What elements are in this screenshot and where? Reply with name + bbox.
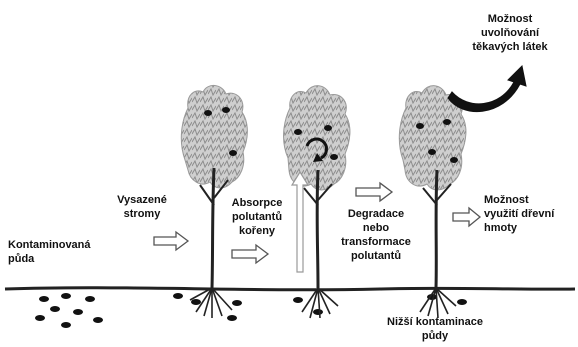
label-contaminated-soil-line-2: půda: [8, 252, 91, 266]
label-absorption-line-2: polutantů: [222, 210, 292, 224]
label-degradation-line-3: transformace: [330, 235, 422, 249]
label-wood-use: Možnost využití dřevní hmoty: [484, 193, 554, 235]
up-arrow-icon: [292, 172, 308, 272]
label-volatile-release-line-3: těkavých látek: [460, 40, 560, 54]
tree-3-trunk: [436, 170, 437, 288]
label-wood-use-line-2: využití dřevní: [484, 207, 554, 221]
label-volatile-release-line-1: Možnost: [460, 12, 560, 26]
tree-2-trunk: [317, 170, 318, 288]
arrow-wood-use: [453, 208, 480, 226]
arrow-degradation: [356, 183, 392, 201]
label-lower-contamination-line-1: Nižší kontaminace: [380, 315, 490, 329]
release-arrow-icon: [448, 66, 526, 112]
label-degradation-line-2: nebo: [330, 221, 422, 235]
tree-2: [284, 86, 350, 318]
tree-3: [399, 86, 466, 318]
label-volatile-release: Možnost uvolňování těkavých látek: [460, 12, 560, 54]
ground-line: [5, 288, 575, 290]
arrow-absorption: [232, 245, 268, 263]
label-planted-trees-line-2: stromy: [108, 207, 176, 221]
label-planted-trees-line-1: Vysazené: [108, 193, 176, 207]
label-volatile-release-line-2: uvolňování: [460, 26, 560, 40]
label-contaminated-soil-line-1: Kontaminovaná: [8, 238, 91, 252]
label-absorption-line-3: kořeny: [222, 224, 292, 238]
label-wood-use-line-1: Možnost: [484, 193, 554, 207]
arrow-planted-to-tree: [154, 232, 188, 250]
label-degradation: Degradace nebo transformace polutantů: [330, 207, 422, 263]
tree-2-roots: [302, 288, 338, 318]
label-planted-trees: Vysazené stromy: [108, 193, 176, 221]
label-absorption-line-1: Absorpce: [222, 196, 292, 210]
label-absorption: Absorpce polutantů kořeny: [222, 196, 292, 238]
label-degradation-line-1: Degradace: [330, 207, 422, 221]
label-wood-use-line-3: hmoty: [484, 221, 554, 235]
tree-3-roots: [420, 288, 456, 318]
tree-1-trunk: [212, 168, 214, 288]
label-contaminated-soil: Kontaminovaná půda: [8, 238, 91, 266]
label-lower-contamination: Nižší kontaminace půdy: [380, 315, 490, 343]
label-degradation-line-4: polutantů: [330, 249, 422, 263]
label-lower-contamination-line-2: půdy: [380, 329, 490, 343]
